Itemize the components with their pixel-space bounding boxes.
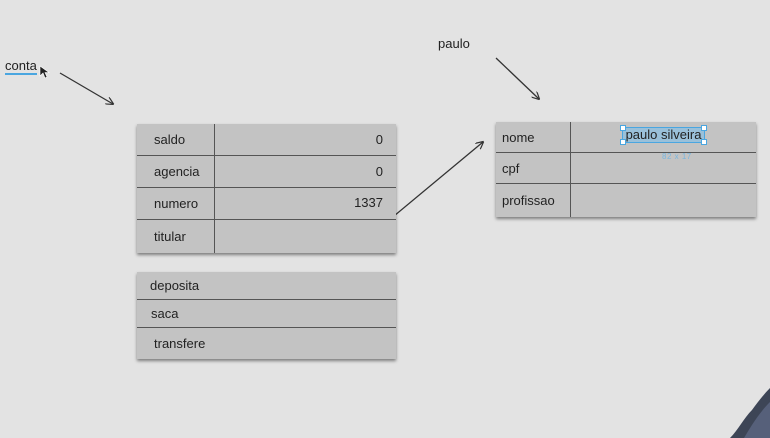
column-divider	[214, 220, 215, 253]
attribute-value	[215, 220, 396, 253]
attribute-value	[571, 184, 756, 217]
mouse-pointer-icon	[39, 65, 50, 79]
column-divider	[214, 124, 215, 155]
selection-size-readout: 82 x 17	[662, 152, 692, 161]
column-divider	[570, 184, 571, 217]
method-name: saca	[151, 306, 179, 321]
attribute-row-titular: titular	[137, 220, 396, 253]
attribute-row-profissao: profissao	[496, 184, 756, 217]
attribute-name: nome	[502, 129, 535, 145]
method-row-saca: saca	[137, 300, 396, 328]
column-divider	[214, 156, 215, 187]
attribute-name: numero	[154, 196, 199, 211]
attribute-name: cpf	[502, 160, 520, 176]
attribute-name: agencia	[154, 164, 200, 179]
attribute-row-numero: numero 1337	[137, 188, 396, 220]
conta-methods-box: deposita saca transfere	[137, 272, 396, 359]
attribute-name: saldo	[154, 132, 186, 147]
attribute-name: titular	[154, 229, 186, 244]
attribute-name: profissao	[502, 193, 555, 208]
method-name: transfere	[154, 336, 206, 351]
attribute-row-cpf: cpf	[496, 153, 756, 184]
method-name: deposita	[150, 278, 200, 293]
resize-handle[interactable]	[701, 125, 708, 131]
attribute-row-nome: nome paulo silveira	[496, 122, 756, 153]
column-divider	[214, 188, 215, 219]
attribute-value: 0	[375, 132, 383, 147]
resize-handle[interactable]	[701, 139, 708, 145]
paulo-reference-label: paulo	[438, 36, 470, 51]
cliente-attributes-box: nome paulo silveira cpf profissao	[496, 122, 756, 217]
column-divider	[570, 153, 571, 183]
resize-handle[interactable]	[619, 139, 626, 145]
column-divider	[570, 122, 571, 152]
method-row-transfere: transfere	[137, 328, 396, 359]
conta-attributes-box: saldo 0 agencia 0 numero 1337 titular	[137, 124, 396, 253]
method-row-deposita: deposita	[137, 272, 396, 300]
attribute-row-saldo: saldo 0	[137, 124, 396, 156]
paulo-reference-arrow	[495, 57, 539, 99]
resize-handle[interactable]	[619, 125, 626, 131]
selected-text-box[interactable]: paulo silveira	[619, 125, 708, 145]
conta-reference-arrow	[59, 72, 113, 104]
attribute-value: 0	[375, 164, 383, 179]
attribute-row-agencia: agencia 0	[137, 156, 396, 188]
attribute-value: paulo silveira	[625, 127, 702, 142]
attribute-value: 1337	[354, 194, 383, 210]
presenter-video-corner	[730, 388, 770, 438]
conta-reference-label[interactable]: conta	[5, 58, 37, 75]
attribute-value-cell: paulo silveira	[571, 122, 756, 152]
